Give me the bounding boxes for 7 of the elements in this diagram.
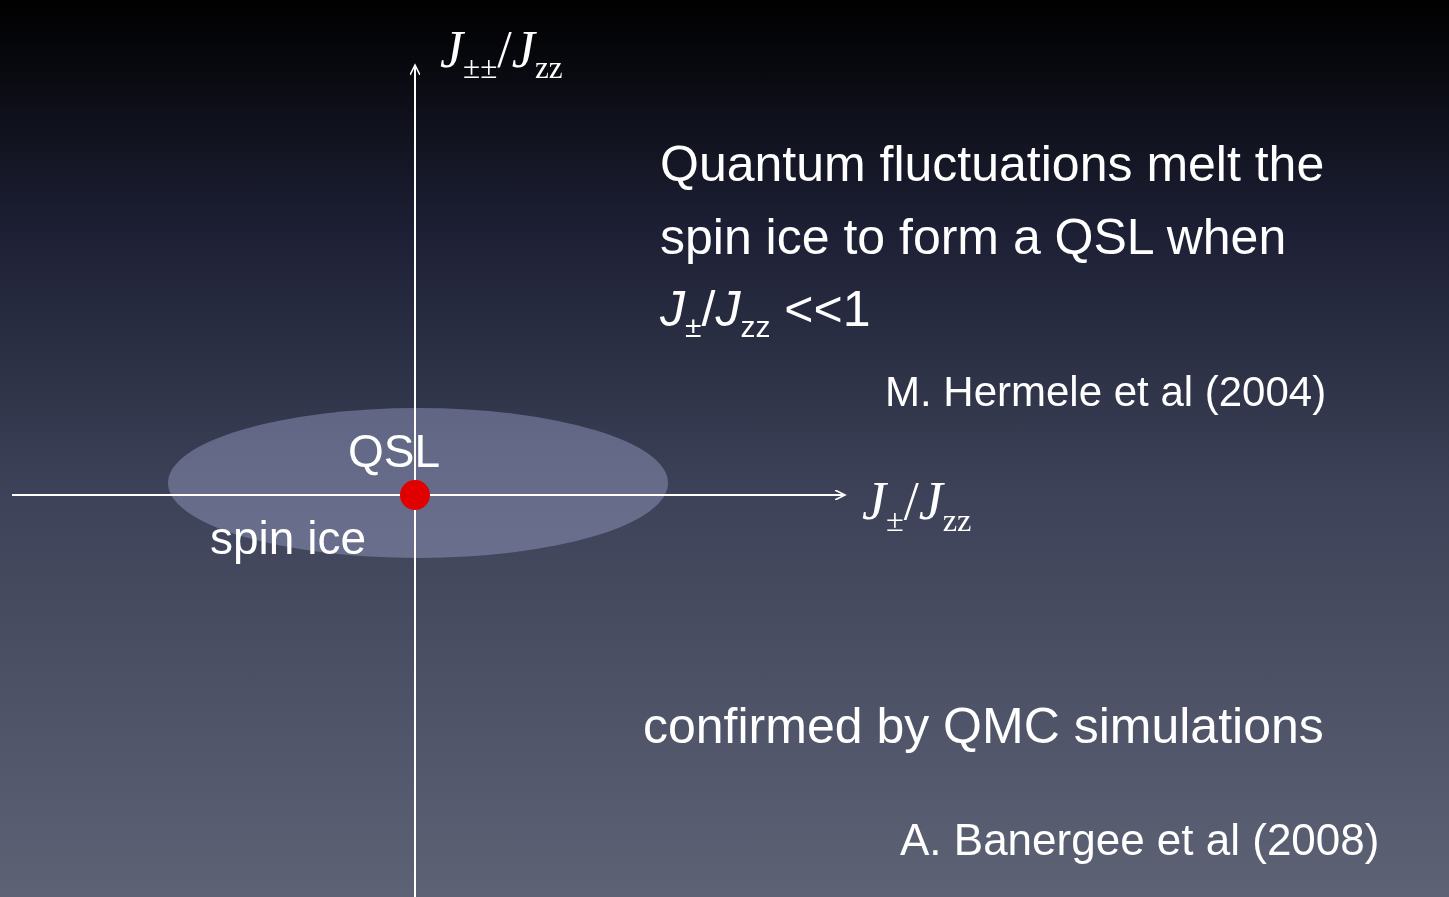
note-text: confirmed by QMC simulations bbox=[643, 697, 1324, 756]
axis-label: J$_{±±}$/J$_{zz}$ bbox=[440, 20, 563, 88]
reference-text: A. Banergee et al (2008) bbox=[900, 814, 1380, 866]
reference-text: M. Hermele et al (2004) bbox=[885, 367, 1327, 417]
axis-label: J$_{±}$/J$_{zz}$ bbox=[862, 470, 972, 540]
description-text: Quantum fluctuations melt the spin ice to form a QSL when J$_{±}$/J$_{zz}$ <<1 bbox=[660, 135, 1326, 345]
region-label: spin ice bbox=[210, 511, 366, 566]
